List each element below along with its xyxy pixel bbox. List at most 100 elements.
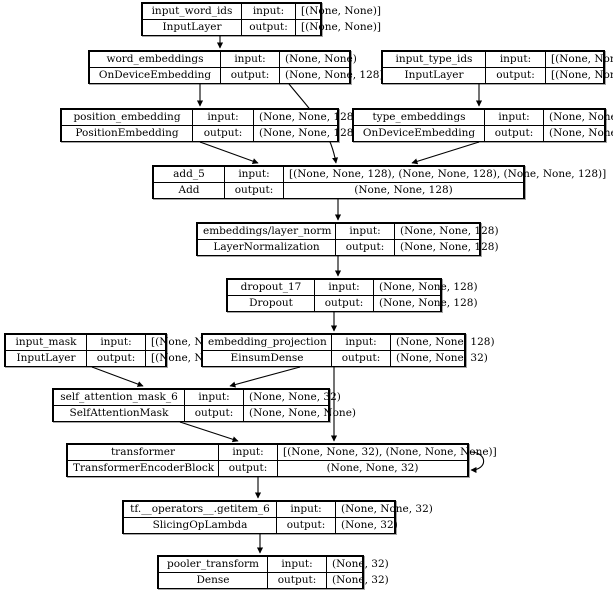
node-class: OnDeviceEmbedding: [353, 125, 485, 142]
node-input-type-ids[interactable]: input_type_ids input: [(None, None)] Inp…: [381, 50, 613, 84]
edge-type-embeddings-to-add5: [411, 141, 480, 165]
node-output-header: output:: [276, 517, 336, 534]
node-class: PositionEmbedding: [61, 125, 193, 142]
node-output-shape: [(None, None)]: [295, 19, 381, 36]
node-class: Add: [153, 182, 225, 199]
node-class: InputLayer: [382, 67, 486, 84]
node-label: add_5: [153, 166, 225, 183]
node-input-shape: (None, None, 32): [243, 389, 341, 406]
node-input-header: input:: [314, 279, 374, 296]
node-type-embeddings[interactable]: type_embeddings input: (None, None) OnDe…: [352, 108, 613, 142]
node-getitem-6[interactable]: tf.__operators__.getitem_6 input: (None,…: [122, 500, 433, 534]
node-input-header: input:: [335, 223, 395, 240]
node-output-shape: (None, None, 128): [394, 239, 499, 256]
node-output-shape: [(None, None)]: [145, 350, 231, 367]
node-class: SlicingOpLambda: [123, 517, 277, 534]
node-output-shape: (None, None, 128): [373, 295, 478, 312]
node-output-header: output:: [224, 182, 284, 199]
node-output-shape: (None, 32): [335, 517, 398, 534]
node-input-header: input:: [220, 51, 280, 68]
node-input-header: input:: [184, 389, 244, 406]
node-input-mask[interactable]: input_mask input: [(None, None)] InputLa…: [4, 333, 231, 367]
node-label: input_mask: [5, 334, 87, 351]
node-input-shape: (None, None): [279, 51, 357, 68]
node-dropout-17[interactable]: dropout_17 input: (None, None, 128) Drop…: [226, 278, 478, 312]
node-label: embeddings/layer_norm: [197, 223, 336, 240]
node-output-header: output:: [314, 295, 374, 312]
node-class: TransformerEncoderBlock: [67, 460, 219, 477]
node-add-5[interactable]: add_5 input: [(None, None, 128), (None, …: [152, 165, 606, 199]
node-class: SelfAttentionMask: [53, 405, 185, 422]
node-input-shape: (None, None, 128): [394, 223, 499, 240]
node-input-shape: [(None, None)]: [295, 3, 381, 20]
node-self-attention-mask-6[interactable]: self_attention_mask_6 input: (None, None…: [52, 388, 356, 422]
node-pooler-transform[interactable]: pooler_transform input: (None, 32) Dense…: [157, 555, 389, 589]
node-input-header: input:: [484, 109, 544, 126]
node-input-shape: [(None, None, 32), (None, None, None)]: [277, 444, 497, 461]
node-input-shape: (None, None): [543, 109, 613, 126]
node-label: pooler_transform: [158, 556, 268, 573]
node-output-header: output:: [241, 19, 296, 36]
edge-input-mask-to-self-attention-mask: [91, 366, 144, 387]
node-input-shape: [(None, None)]: [145, 334, 231, 351]
node-input-header: input:: [267, 556, 327, 573]
node-output-shape: (None, 32): [326, 572, 389, 589]
node-input-shape: (None, None, 128): [373, 279, 478, 296]
node-output-shape: (None, None, 32): [277, 460, 468, 477]
node-input-shape: [(None, None, 128), (None, None, 128), (…: [283, 166, 606, 183]
node-embedding-projection[interactable]: embedding_projection input: (None, None,…: [201, 333, 495, 367]
node-output-shape: (None, None, 128): [283, 182, 524, 199]
node-input-shape: (None, 32): [326, 556, 389, 573]
node-output-header: output:: [267, 572, 327, 589]
node-input-header: input:: [224, 166, 284, 183]
node-output-header: output:: [184, 405, 244, 422]
node-output-shape: [(None, None)]: [545, 67, 613, 84]
edge-self-attention-mask-to-transformer: [179, 421, 239, 443]
node-input-header: input:: [218, 444, 278, 461]
node-output-shape: (None, None, 128): [543, 125, 613, 142]
node-output-header: output:: [218, 460, 278, 477]
node-input-header: input:: [86, 334, 146, 351]
node-output-header: output:: [331, 350, 391, 367]
node-output-shape: (None, None, 32): [390, 350, 488, 367]
node-label: transformer: [67, 444, 219, 461]
node-input-shape: [(None, None)]: [545, 51, 613, 68]
node-embeddings-layer-norm[interactable]: embeddings/layer_norm input: (None, None…: [196, 222, 499, 256]
node-input-header: input:: [241, 3, 296, 20]
node-output-header: output:: [485, 67, 546, 84]
node-class: Dropout: [227, 295, 315, 312]
node-input-header: input:: [276, 501, 336, 518]
node-word-embeddings[interactable]: word_embeddings input: (None, None) OnDe…: [88, 50, 384, 84]
node-output-header: output:: [484, 125, 544, 142]
node-output-header: output:: [192, 125, 254, 142]
node-input-header: input:: [331, 334, 391, 351]
node-label: self_attention_mask_6: [53, 389, 185, 406]
node-output-header: output:: [86, 350, 146, 367]
edge-position-embedding-to-add5: [199, 141, 259, 164]
node-label: type_embeddings: [353, 109, 485, 126]
node-position-embedding[interactable]: position_embedding input: (None, None, 1…: [60, 108, 358, 142]
node-output-shape: (None, None, None): [243, 405, 356, 422]
node-input-header: input:: [485, 51, 546, 68]
node-output-header: output:: [335, 239, 395, 256]
node-transformer[interactable]: transformer input: [(None, None, 32), (N…: [66, 443, 497, 477]
node-label: input_type_ids: [382, 51, 486, 68]
node-class: InputLayer: [142, 19, 242, 36]
node-output-shape: (None, None, 128): [253, 125, 358, 142]
node-class: OnDeviceEmbedding: [89, 67, 221, 84]
node-input-word-ids[interactable]: input_word_ids input: [(None, None)] Inp…: [141, 2, 381, 36]
node-class: LayerNormalization: [197, 239, 336, 256]
node-class: EinsumDense: [202, 350, 332, 367]
node-label: dropout_17: [227, 279, 315, 296]
node-input-shape: (None, None, 128): [253, 109, 358, 126]
node-label: position_embedding: [61, 109, 193, 126]
node-output-shape: (None, None, 128): [279, 67, 384, 84]
node-input-shape: (None, None, 32): [335, 501, 433, 518]
node-label: embedding_projection: [202, 334, 332, 351]
edge-embedding-projection-to-self-attention-mask: [229, 366, 301, 388]
node-input-shape: (None, None, 128): [390, 334, 495, 351]
node-class: Dense: [158, 572, 268, 589]
node-input-header: input:: [192, 109, 254, 126]
node-label: word_embeddings: [89, 51, 221, 68]
